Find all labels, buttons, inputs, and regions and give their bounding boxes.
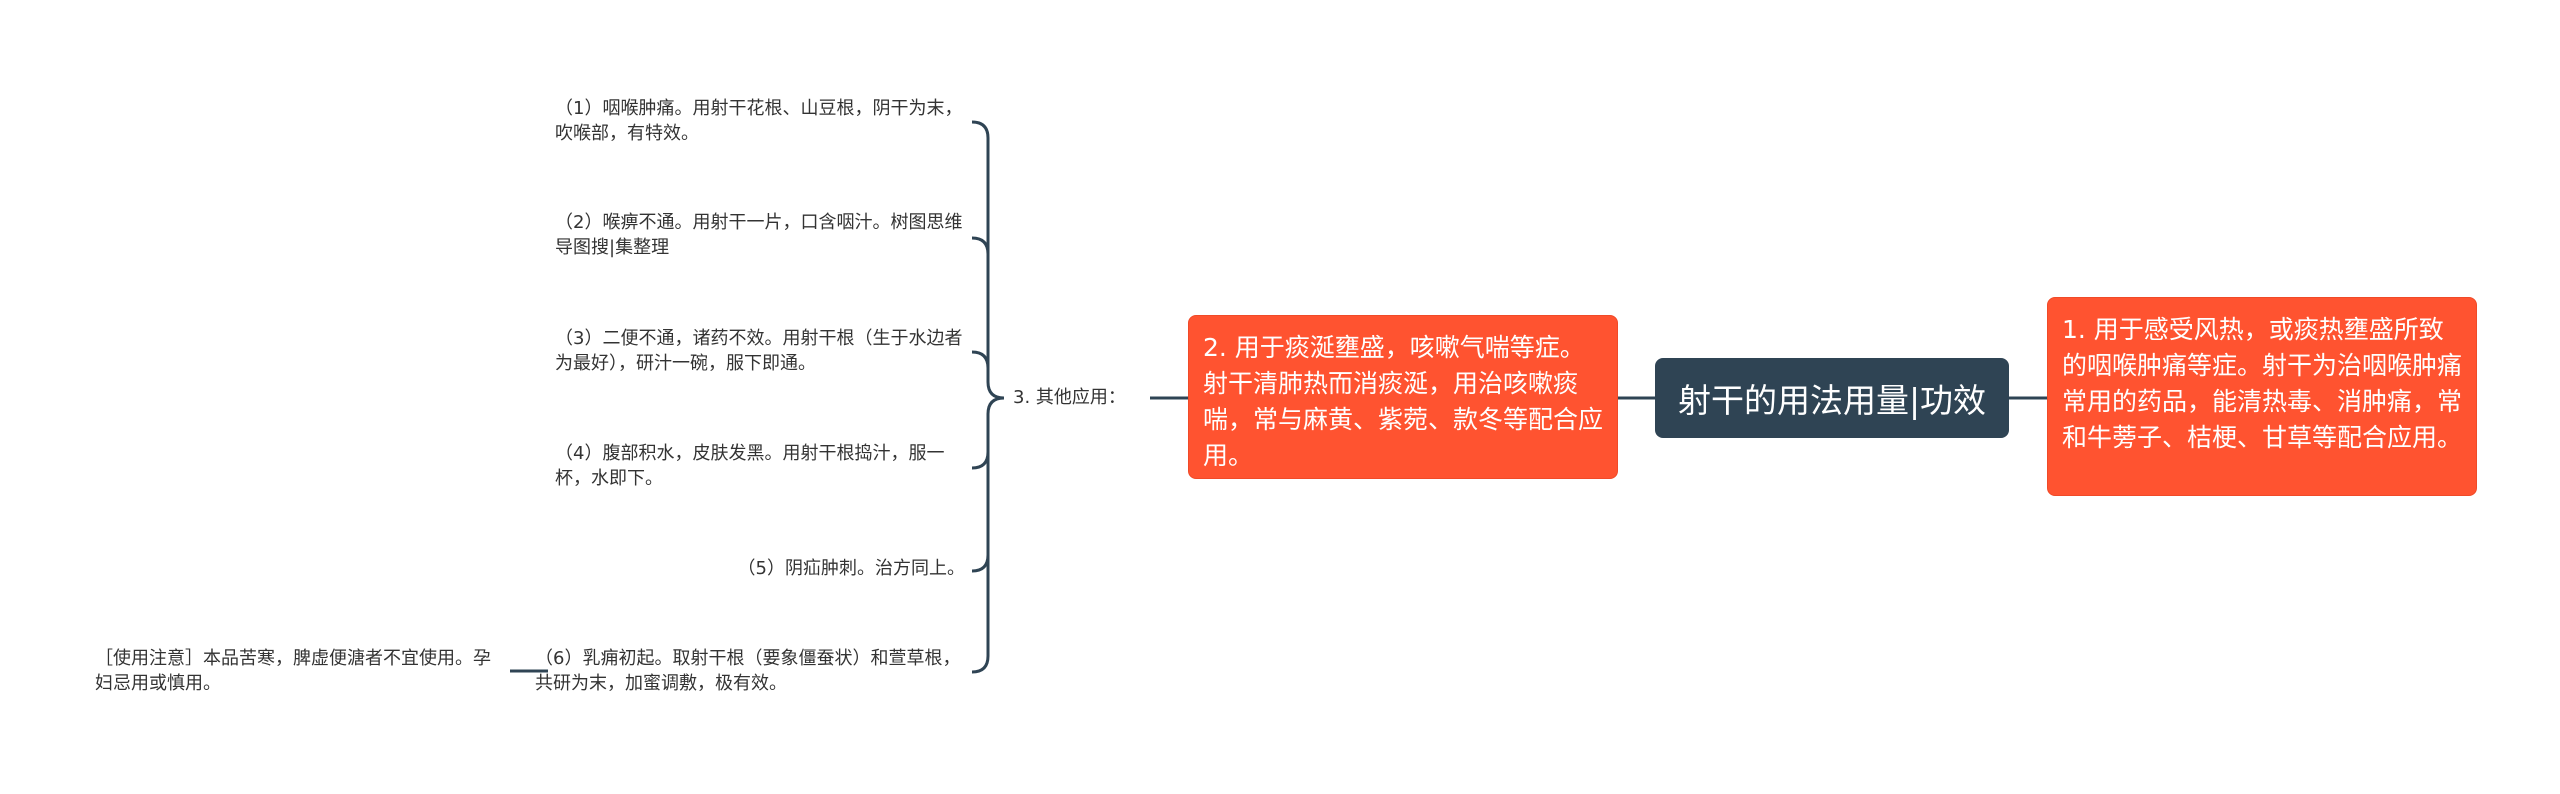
effect-node-1-text: 1. 用于感受风热，或痰热壅盛所致的咽喉肿痛等症。射干为治咽喉肿痛常用的药品，能… <box>2062 315 2463 452</box>
bracket-effect3-leaves <box>971 120 1005 674</box>
effect-node-2[interactable]: 2. 用于痰涎壅盛，咳嗽气喘等症。射干清肺热而消痰涎，用治咳嗽痰喘，常与麻黄、紫… <box>1188 315 1618 479</box>
leaf-node-4-text: （4）腹部积水，皮肤发黑。用射干根捣汁，服一杯，水即下。 <box>555 443 945 489</box>
leaf-node-2[interactable]: （2）喉痹不通。用射干一片，口含咽汁。树图思维导图搜|集整理 <box>555 210 965 260</box>
effect-node-1[interactable]: 1. 用于感受风热，或痰热壅盛所致的咽喉肿痛等症。射干为治咽喉肿痛常用的药品，能… <box>2047 297 2477 496</box>
bracket-tick-5 <box>971 554 990 573</box>
leaf-node-6[interactable]: （6）乳痈初起。取射干根（要象僵蚕状）和萱草根，共研为末，加蜜调敷，极有效。 <box>535 646 965 696</box>
bracket-tick-3 <box>971 350 990 369</box>
effect-node-3-text: 3. 其他应用： <box>1013 387 1126 408</box>
usage-note-text: ［使用注意］本品苦寒，脾虚便溏者不宜使用。孕妇忌用或慎用。 <box>95 648 491 694</box>
root-node[interactable]: 射干的用法用量|功效 <box>1655 358 2009 438</box>
effect-node-2-text: 2. 用于痰涎壅盛，咳嗽气喘等症。射干清肺热而消痰涎，用治咳嗽痰喘，常与麻黄、紫… <box>1203 333 1604 470</box>
bracket-tick-2 <box>971 236 990 255</box>
leaf-node-5-text: （5）阴疝肿刺。治方同上。 <box>737 558 965 579</box>
leaf-node-1-text: （1）咽喉肿痛。用射干花根、山豆根，阴干为末，吹喉部，有特效。 <box>555 98 963 144</box>
leaf-node-1[interactable]: （1）咽喉肿痛。用射干花根、山豆根，阴干为末，吹喉部，有特效。 <box>555 96 965 146</box>
leaf-node-2-text: （2）喉痹不通。用射干一片，口含咽汁。树图思维导图搜|集整理 <box>555 212 963 258</box>
leaf-node-3-text: （3）二便不通，诸药不效。用射干根（生于水边者为最好），研汁一碗，服下即通。 <box>555 328 963 374</box>
effect-node-3[interactable]: 3. 其他应用： <box>1013 384 1163 412</box>
leaf-node-3[interactable]: （3）二便不通，诸药不效。用射干根（生于水边者为最好），研汁一碗，服下即通。 <box>555 326 965 376</box>
usage-note-node[interactable]: ［使用注意］本品苦寒，脾虚便溏者不宜使用。孕妇忌用或慎用。 <box>95 646 505 696</box>
leaf-node-4[interactable]: （4）腹部积水，皮肤发黑。用射干根捣汁，服一杯，水即下。 <box>555 441 965 491</box>
bracket-tick-4 <box>971 451 990 470</box>
root-title: 射干的用法用量|功效 <box>1677 381 1987 420</box>
leaf-node-6-text: （6）乳痈初起。取射干根（要象僵蚕状）和萱草根，共研为末，加蜜调敷，极有效。 <box>535 648 961 694</box>
leaf-node-5[interactable]: （5）阴疝肿刺。治方同上。 <box>555 556 965 581</box>
